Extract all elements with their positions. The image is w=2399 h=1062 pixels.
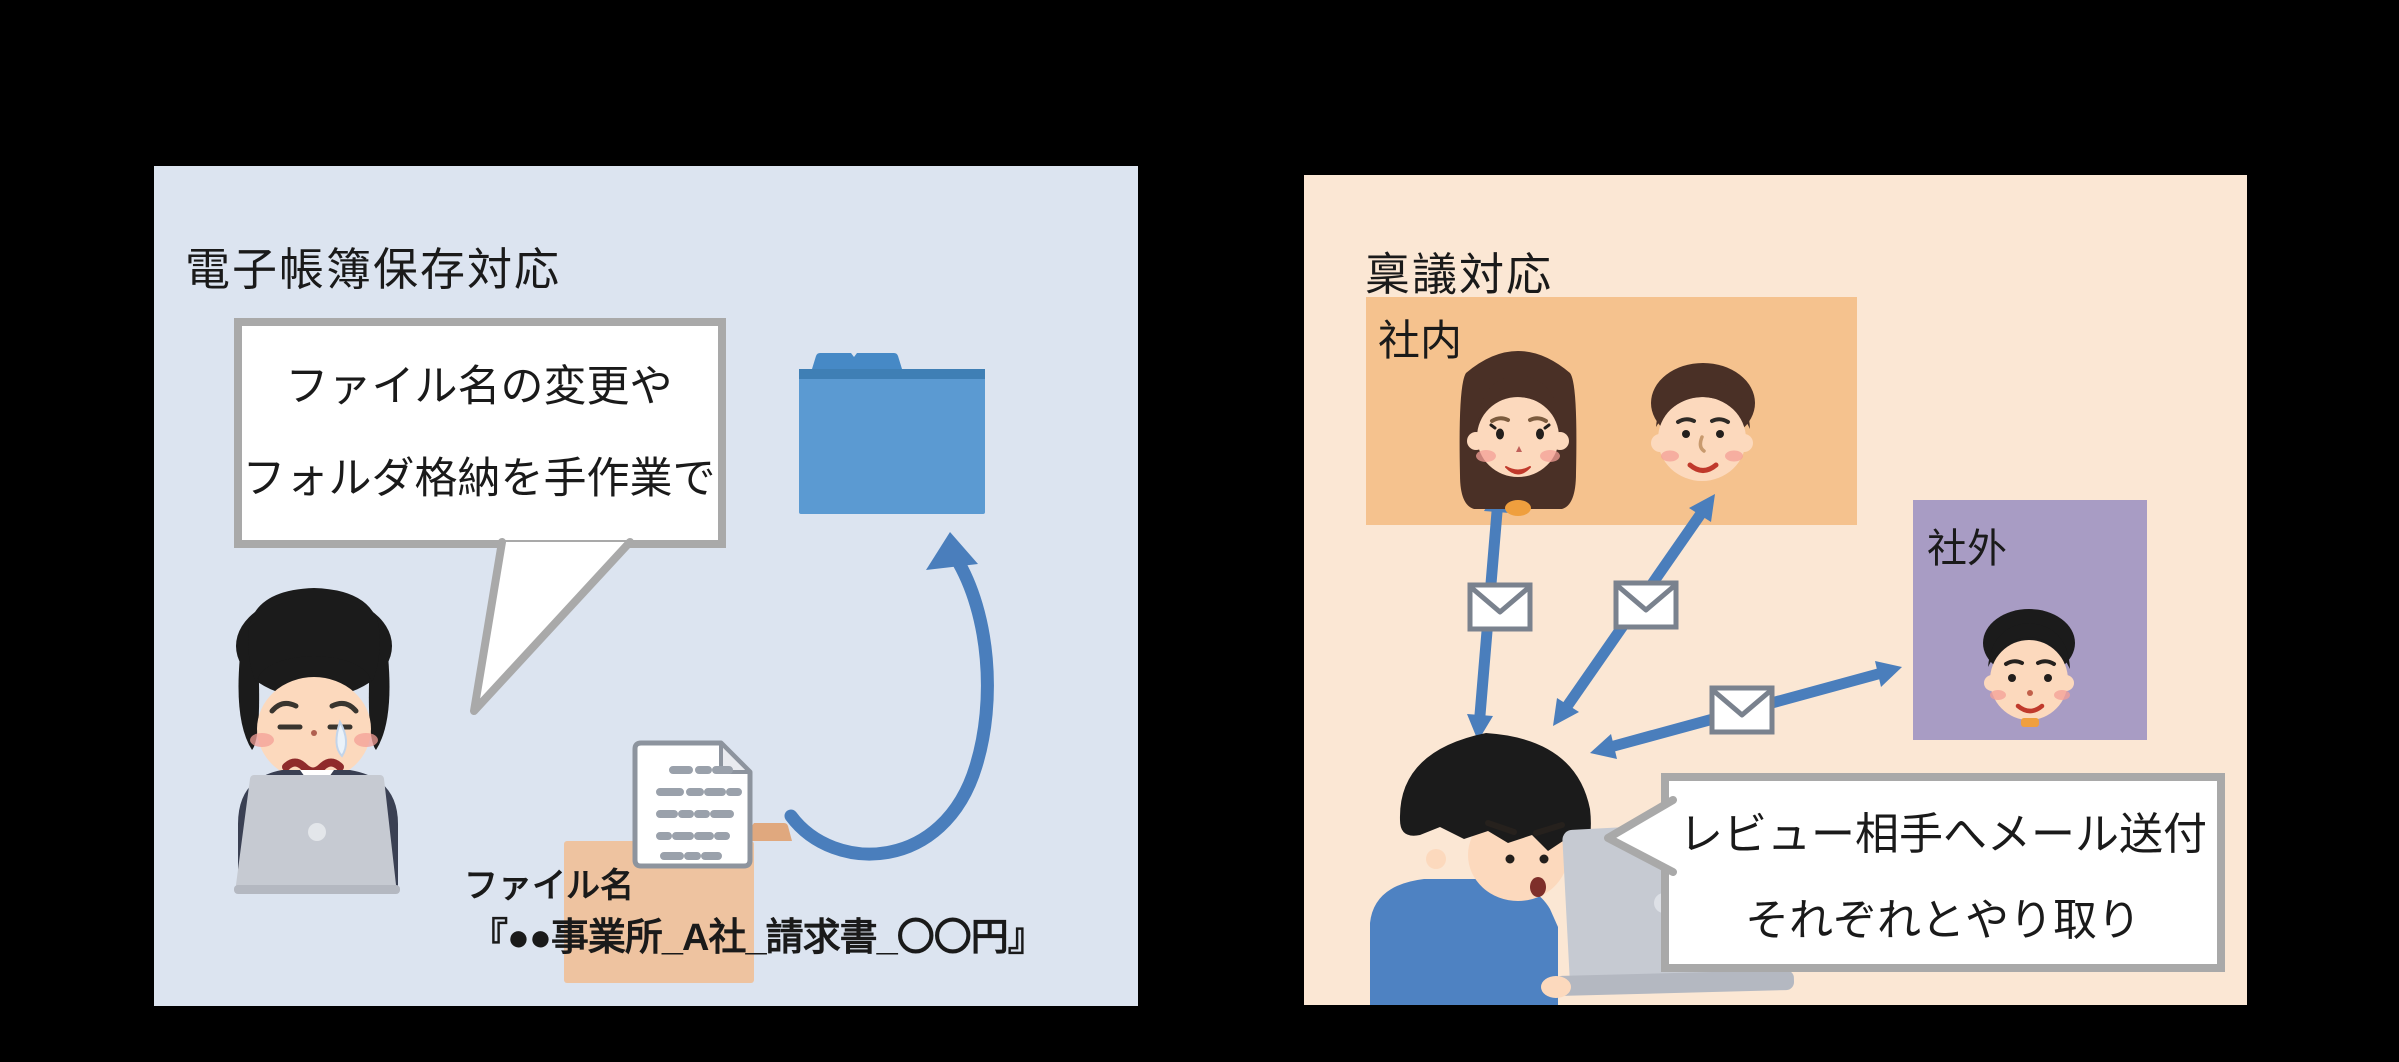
ear <box>1426 849 1446 869</box>
envelope-icon <box>1613 580 1679 630</box>
left-bubble-line1: ファイル名の変更や <box>285 363 673 411</box>
document-text-lines <box>656 766 742 860</box>
neck-collar <box>1505 500 1531 516</box>
angry-eyebrows <box>1485 820 1565 836</box>
right-bubble-line1: レビュー相手へメール送付 <box>1679 809 2207 859</box>
file-name-value: 『●●事業所_A社_請求書_〇〇円』 <box>470 917 1046 959</box>
sad-eyebrow <box>329 700 359 714</box>
right-speech-bubble: レビュー相手へメール送付 それぞれとやり取り <box>1661 773 2225 972</box>
left-panel-title: 電子帳簿保存対応 <box>185 244 562 296</box>
right-speech-bubble-shape <box>1604 773 2225 972</box>
man-face-icon <box>1651 363 1755 481</box>
woman-face-icon <box>1459 351 1577 516</box>
internal-group-box: 社内 <box>1366 297 1857 525</box>
neck-collar <box>2021 718 2039 727</box>
file-name-label: ファイル名 <box>464 867 634 905</box>
curved-up-arrow-icon <box>784 532 994 861</box>
busy-office-worker-illustration <box>1370 733 1591 1005</box>
open-mouth <box>1530 877 1546 897</box>
right-bubble-line2: それぞれとやり取り <box>1745 895 2141 945</box>
nose <box>311 730 317 736</box>
blue-folder-icon <box>799 353 985 514</box>
external-man-face-icon <box>1983 609 2075 727</box>
left-speech-bubble-shape <box>234 318 726 715</box>
envelope-icon <box>1709 685 1775 735</box>
right-panel-title: 稟議対応 <box>1365 249 1554 301</box>
sad-eyebrow <box>269 700 299 714</box>
right-panel-artwork <box>1370 351 2225 1005</box>
hand <box>1541 976 1571 998</box>
document-icon <box>632 740 753 869</box>
left-panel-artwork <box>234 318 994 983</box>
left-speech-bubble: ファイル名の変更や フォルダ格納を手作業で <box>234 318 724 548</box>
envelope-icon <box>1467 582 1533 632</box>
right-panel-ringi: 社内 社外 <box>1304 175 2247 1005</box>
left-panel-ebook-storage: 電子帳簿保存対応 ファイル名の変更や フォルダ格納を手作業で ファイル名 『●●… <box>154 166 1138 1006</box>
internal-group-label: 社内 <box>1378 317 1463 364</box>
blue-shirt <box>1370 879 1558 1005</box>
external-group-label: 社外 <box>1927 527 2007 571</box>
laptop-icon <box>234 775 400 894</box>
left-bubble-line2: フォルダ格納を手作業で <box>242 455 716 503</box>
tear-drop <box>335 719 347 758</box>
